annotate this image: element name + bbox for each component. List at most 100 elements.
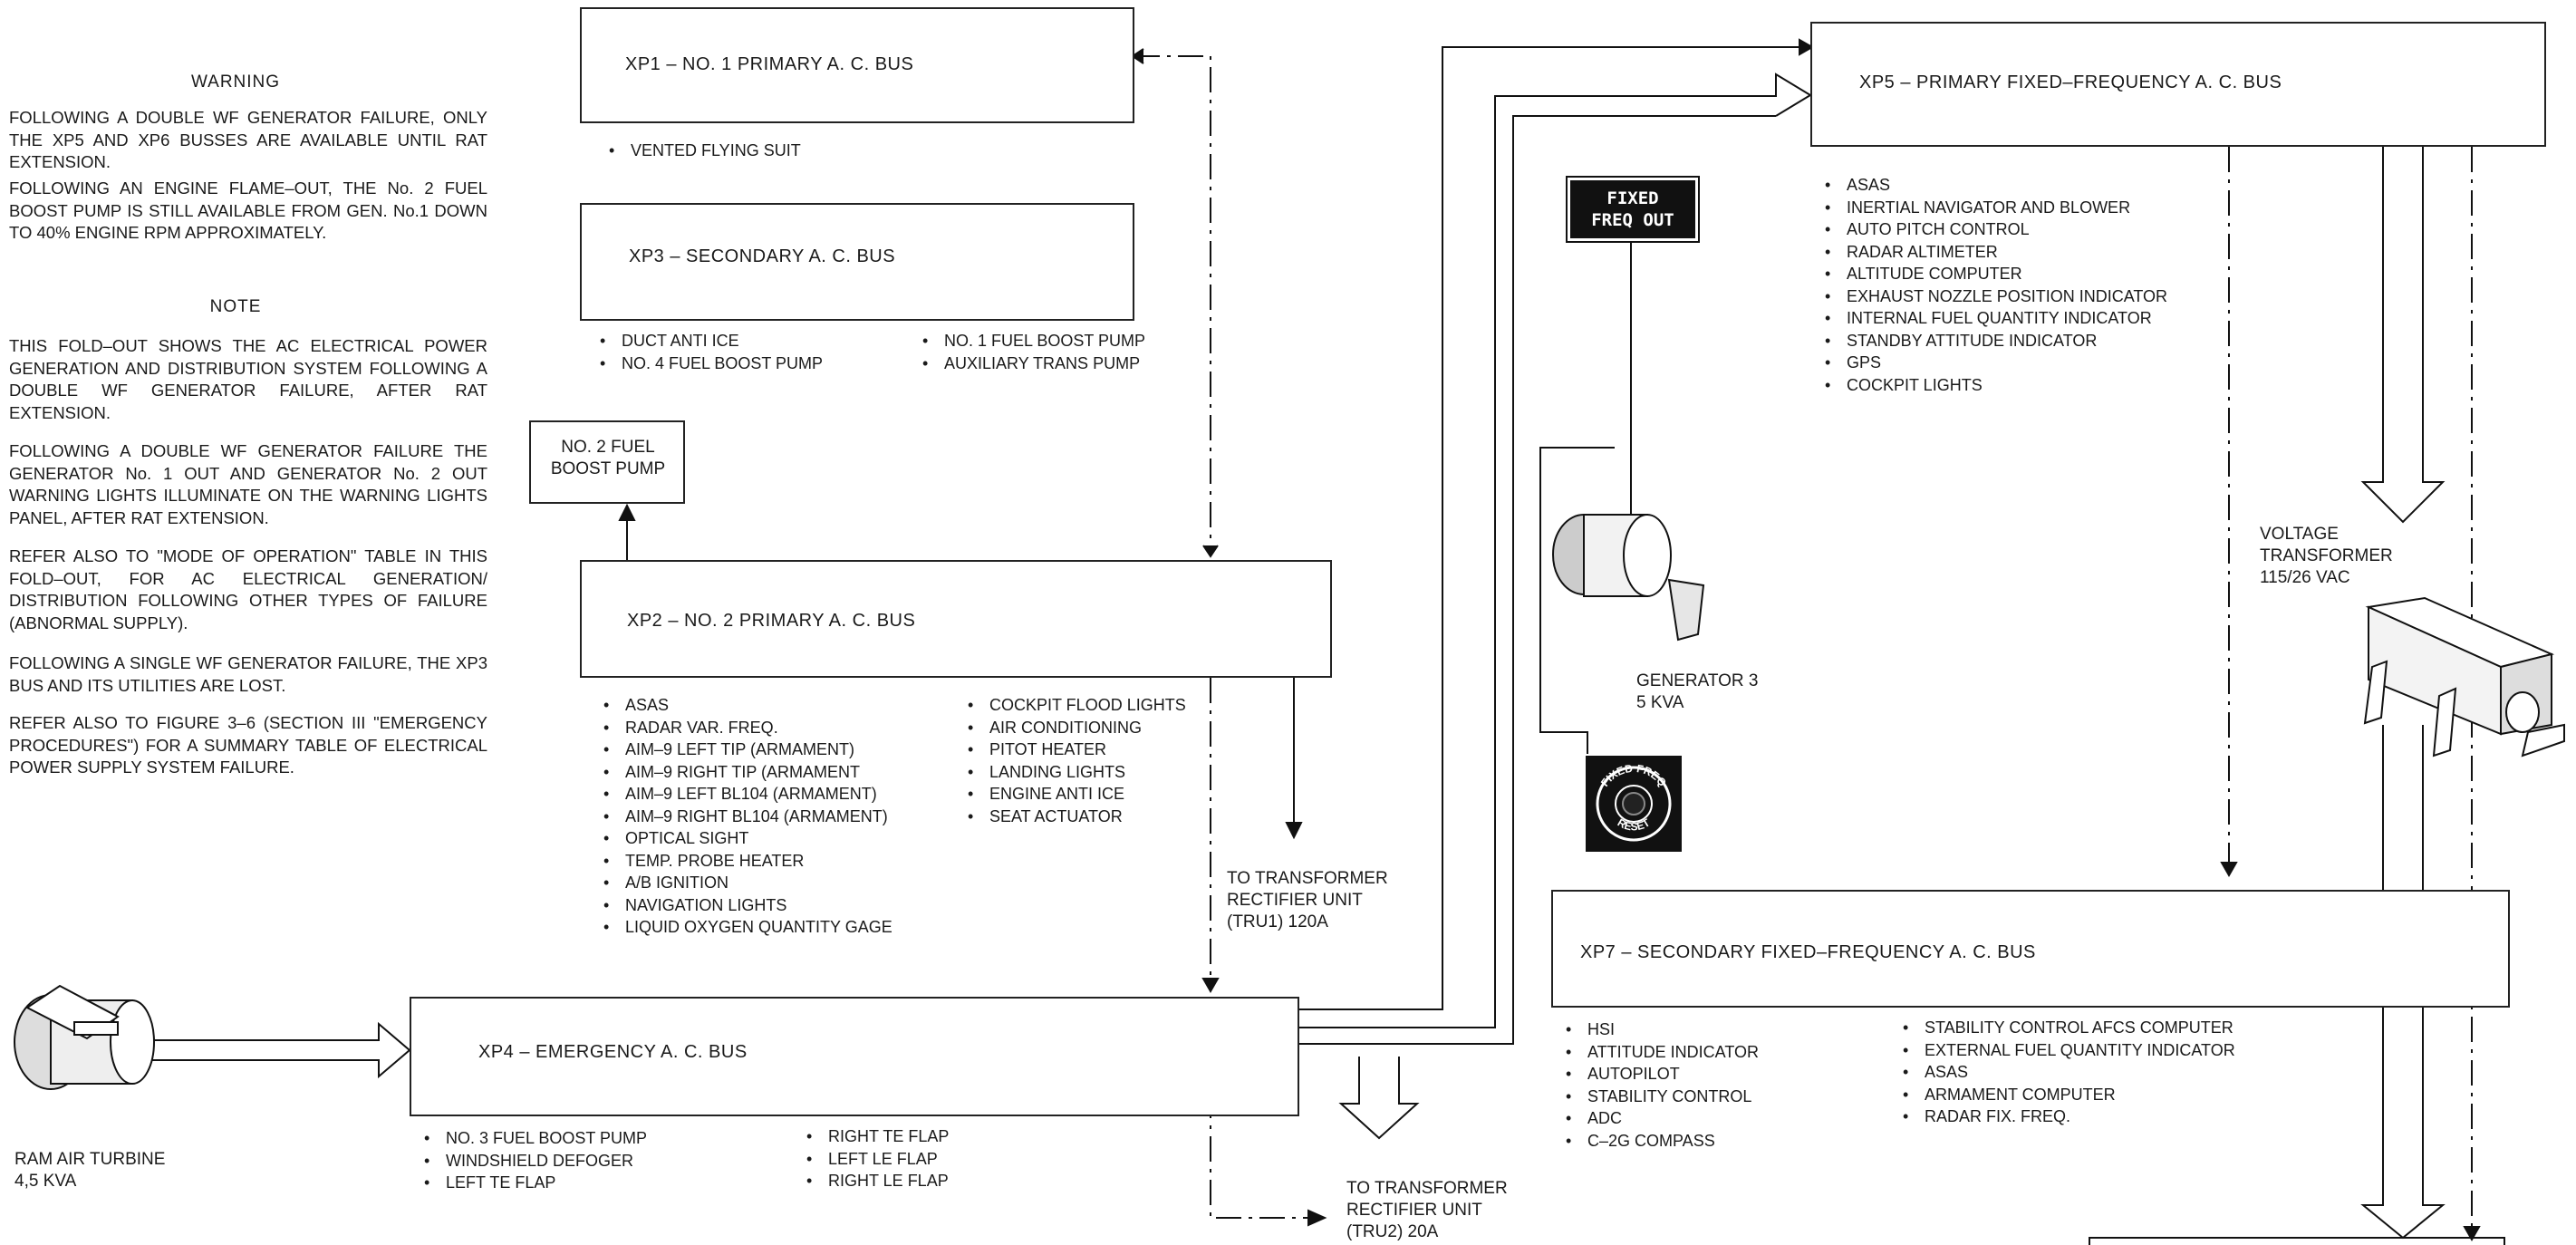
list-item: GPS (1821, 352, 2167, 374)
list-item: AIM–9 LEFT TIP (ARMAMENT) (600, 738, 892, 761)
list-item: OPTICAL SIGHT (600, 827, 892, 850)
xp7-bus-box: XP7 – SECONDARY FIXED–FREQUENCY A. C. BU… (1551, 890, 2510, 1008)
list-item: ATTITUDE INDICATOR (1562, 1041, 1759, 1064)
xp3-items-left: DUCT ANTI ICE NO. 4 FUEL BOOST PUMP (596, 330, 823, 374)
warning-para-1: FOLLOWING A DOUBLE WF GENERATOR FAILURE,… (9, 108, 487, 171)
list-item: AIR CONDITIONING (964, 717, 1186, 739)
ram-air-turbine-caption: RAM AIR TURBINE 4,5 KVA (14, 1150, 166, 1191)
list-item: ENGINE ANTI ICE (964, 783, 1186, 806)
fuel-boost-pump-box: NO. 2 FUEL BOOST PUMP (529, 420, 685, 504)
tru1-caption: TO TRANSFORMER RECTIFIER UNIT (TRU1) 120… (1227, 869, 1388, 931)
list-item: RADAR FIX. FREQ. (1899, 1105, 2235, 1128)
list-item: COCKPIT LIGHTS (1821, 374, 2167, 397)
fixed-freq-reset-button[interactable]: FIXED FREQ RESET (1586, 756, 1682, 852)
list-item: ADC (1562, 1107, 1759, 1130)
note-para-3: REFER ALSO TO "MODE OF OPERATION" TABLE … (9, 546, 487, 632)
warning-heading: WARNING (190, 72, 281, 92)
list-item: A/B IGNITION (600, 872, 892, 894)
note-para-1: THIS FOLD–OUT SHOWS THE AC ELECTRICAL PO… (9, 336, 487, 422)
xp4-bus-label: XP4 – EMERGENCY A. C. BUS (478, 1042, 748, 1062)
list-item: INTERNAL FUEL QUANTITY INDICATOR (1821, 307, 2167, 330)
xp5-to-transformer-arrow (2360, 147, 2446, 524)
xp2-bus-box: XP2 – NO. 2 PRIMARY A. C. BUS (580, 560, 1332, 678)
ram-air-turbine-drawing (14, 984, 155, 1090)
list-item: ASAS (1821, 174, 2167, 197)
xp4-to-xp5-feed (1299, 46, 1810, 1010)
xp1-bus-box: XP1 – NO. 1 PRIMARY A. C. BUS (580, 7, 1134, 123)
xp3-bus-label: XP3 – SECONDARY A. C. BUS (629, 246, 896, 266)
list-item: RADAR VAR. FREQ. (600, 717, 892, 739)
reset-top-text: FIXED FREQ (1598, 762, 1669, 789)
xp3-items-right: NO. 1 FUEL BOOST PUMP AUXILIARY TRANS PU… (919, 330, 1145, 374)
fuel-boost-pump-label: NO. 2 FUEL BOOST PUMP (550, 438, 666, 478)
xp2-items-left: ASAS RADAR VAR. FREQ. AIM–9 LEFT TIP (AR… (600, 694, 892, 939)
xp4-bus-box: XP4 – EMERGENCY A. C. BUS (410, 997, 1299, 1116)
generator3-drawing (1552, 514, 1705, 642)
list-item: ARMAMENT COMPUTER (1899, 1084, 2235, 1106)
fixed-freq-out-light: FIXED FREQ OUT (1566, 176, 1700, 243)
list-item: ASAS (1899, 1061, 2235, 1084)
voltage-transformer-caption: VOLTAGE TRANSFORMER 115/26 VAC (2260, 525, 2393, 587)
list-item: HSI (1562, 1018, 1759, 1041)
list-item: AUTOPILOT (1562, 1063, 1759, 1086)
xp4-items-left: NO. 3 FUEL BOOST PUMP WINDSHIELD DEFOGER… (420, 1127, 647, 1194)
list-item: STABILITY CONTROL (1562, 1086, 1759, 1108)
list-item: TEMP. PROBE HEATER (600, 850, 892, 873)
list-item: LANDING LIGHTS (964, 761, 1186, 784)
list-item: NO. 3 FUEL BOOST PUMP (420, 1127, 647, 1150)
list-item: AUTO PITCH CONTROL (1821, 218, 2167, 241)
xp2-items-right: COCKPIT FLOOD LIGHTS AIR CONDITIONING PI… (964, 694, 1186, 827)
fixed-freq-out-label: FIXED FREQ OUT (1591, 188, 1674, 230)
rat-to-xp4-arrow (127, 1021, 411, 1079)
list-item: ALTITUDE COMPUTER (1821, 263, 2167, 285)
list-item: AUXILIARY TRANS PUMP (919, 352, 1145, 375)
voltage-transformer-drawing (2363, 596, 2565, 758)
xp7-items-right: STABILITY CONTROL AFCS COMPUTER EXTERNAL… (1899, 1017, 2235, 1128)
xp1-bus-label: XP1 – NO. 1 PRIMARY A. C. BUS (625, 54, 914, 74)
list-item: SEAT ACTUATOR (964, 806, 1186, 828)
list-item: NO. 4 FUEL BOOST PUMP (596, 352, 823, 375)
xp4-to-tru2-arrow (1338, 1057, 1420, 1140)
note-para-2: FOLLOWING A DOUBLE WF GENERATOR FAILURE … (9, 441, 487, 527)
list-item: VENTED FLYING SUIT (605, 140, 801, 162)
list-item: NAVIGATION LIGHTS (600, 894, 892, 917)
list-item: RIGHT TE FLAP (803, 1125, 949, 1148)
list-item: WINDSHIELD DEFOGER (420, 1150, 647, 1173)
list-item: EXHAUST NOZZLE POSITION INDICATOR (1821, 285, 2167, 308)
list-item: STANDBY ATTITUDE INDICATOR (1821, 330, 2167, 352)
xp4-items-right: RIGHT TE FLAP LEFT LE FLAP RIGHT LE FLAP (803, 1125, 949, 1192)
list-item: PITOT HEATER (964, 738, 1186, 761)
list-item: C–2G COMPASS (1562, 1130, 1759, 1153)
tru2-caption: TO TRANSFORMER RECTIFIER UNIT (TRU2) 20A (1346, 1179, 1508, 1241)
xp5-items: ASAS INERTIAL NAVIGATOR AND BLOWER AUTO … (1821, 174, 2167, 396)
warning-para-2: FOLLOWING AN ENGINE FLAME–OUT, THE No. 2… (9, 179, 487, 242)
xp1-xp2-link (1134, 55, 1211, 556)
list-item: LEFT TE FLAP (420, 1172, 647, 1194)
fixed-freq-reset-drawing (1586, 756, 1682, 852)
list-item: RIGHT LE FLAP (803, 1170, 949, 1192)
xp7-bus-label: XP7 – SECONDARY FIXED–FREQUENCY A. C. BU… (1580, 942, 2036, 962)
xp5-bus-box: XP5 – PRIMARY FIXED–FREQUENCY A. C. BUS (1810, 22, 2546, 147)
list-item: EXTERNAL FUEL QUANTITY INDICATOR (1899, 1039, 2235, 1062)
xp7-items-left: HSI ATTITUDE INDICATOR AUTOPILOT STABILI… (1562, 1018, 1759, 1152)
xp3-bus-box: XP3 – SECONDARY A. C. BUS (580, 203, 1134, 321)
note-heading: NOTE (209, 297, 262, 316)
list-item: INERTIAL NAVIGATOR AND BLOWER (1821, 197, 2167, 219)
note-para-4: FOLLOWING A SINGLE WF GENERATOR FAILURE,… (9, 653, 487, 695)
list-item: LEFT LE FLAP (803, 1148, 949, 1171)
xp2-bus-label: XP2 – NO. 2 PRIMARY A. C. BUS (627, 611, 916, 631)
xp1-items: VENTED FLYING SUIT (605, 140, 801, 162)
list-item: NO. 1 FUEL BOOST PUMP (919, 330, 1145, 352)
reset-bottom-text: RESET (1616, 816, 1653, 833)
generator3-caption: GENERATOR 3 5 KVA (1636, 671, 1759, 712)
list-item: AIM–9 RIGHT BL104 (ARMAMENT) (600, 806, 892, 828)
list-item: COCKPIT FLOOD LIGHTS (964, 694, 1186, 717)
list-item: ASAS (600, 694, 892, 717)
list-item: STABILITY CONTROL AFCS COMPUTER (1899, 1017, 2235, 1039)
note-para-5: REFER ALSO TO FIGURE 3–6 (SECTION III "E… (9, 713, 487, 777)
xp5-bus-label: XP5 – PRIMARY FIXED–FREQUENCY A. C. BUS (1859, 72, 2282, 92)
list-item: AIM–9 RIGHT TIP (ARMAMENT (600, 761, 892, 784)
list-item: AIM–9 LEFT BL104 (ARMAMENT) (600, 783, 892, 806)
list-item: LIQUID OXYGEN QUANTITY GAGE (600, 916, 892, 939)
